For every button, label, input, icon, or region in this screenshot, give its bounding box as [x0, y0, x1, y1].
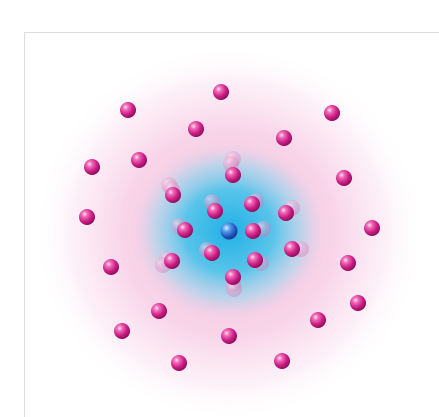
electron-particle — [84, 159, 100, 175]
electron-particle — [120, 102, 136, 118]
electron-particle — [207, 203, 223, 219]
electron-particle — [274, 353, 290, 369]
electron-particle — [247, 252, 263, 268]
electron-particle — [165, 187, 181, 203]
electron-particle — [225, 167, 241, 183]
electron-particle — [131, 152, 147, 168]
electron-particle — [364, 220, 380, 236]
atom-illustration — [25, 33, 439, 417]
electron-particle — [276, 130, 292, 146]
electron-particle — [350, 295, 366, 311]
electron-particle — [177, 222, 193, 238]
electron-particle — [244, 196, 260, 212]
illustration-panel — [24, 32, 439, 417]
electron-particle — [103, 259, 119, 275]
electron-particle — [188, 121, 204, 137]
electron-particle — [79, 209, 95, 225]
nucleus-particle — [221, 223, 238, 240]
electron-particle — [340, 255, 356, 271]
electron-particle — [245, 223, 261, 239]
electron-particle — [114, 323, 130, 339]
electron-particle — [151, 303, 167, 319]
electron-particle — [221, 328, 237, 344]
electron-particle — [164, 253, 180, 269]
electron-particle — [336, 170, 352, 186]
electron-particle — [204, 245, 220, 261]
electron-particle — [278, 205, 294, 221]
electron-particle — [225, 269, 241, 285]
electron-particle — [310, 312, 326, 328]
electron-particle — [213, 84, 229, 100]
electron-particle — [171, 355, 187, 371]
electron-particle — [324, 105, 340, 121]
electron-particle — [284, 241, 300, 257]
